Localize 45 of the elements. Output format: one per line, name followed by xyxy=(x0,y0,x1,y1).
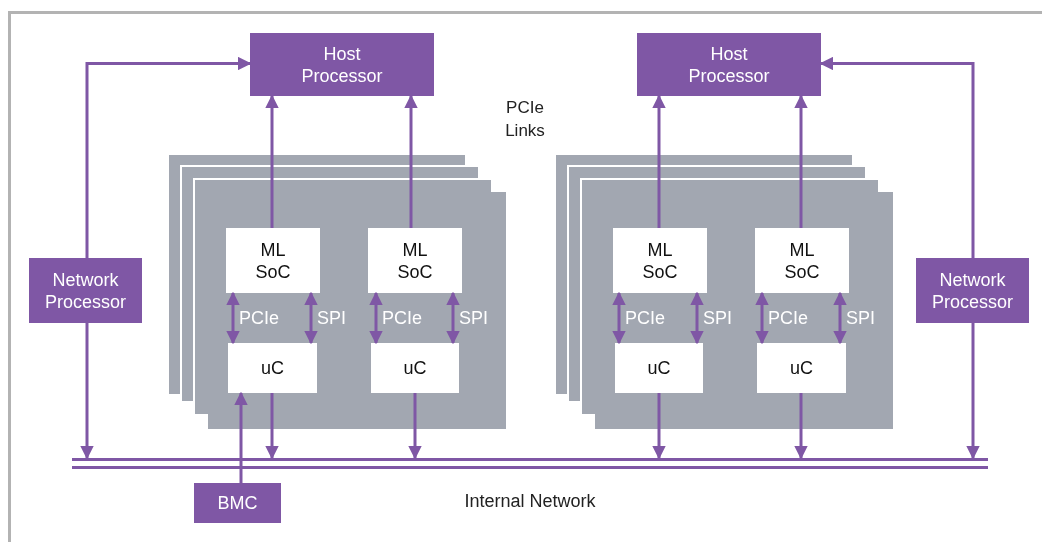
arrow xyxy=(265,393,279,460)
arrow xyxy=(85,56,252,258)
link-label: PCIe Links xyxy=(504,97,546,142)
arrow xyxy=(446,291,460,345)
chip-box: ML SoC xyxy=(613,228,707,293)
arrow xyxy=(369,291,383,345)
arrow xyxy=(794,94,808,228)
arrow xyxy=(755,291,769,345)
arrow xyxy=(690,291,704,345)
chip-box: uC xyxy=(228,343,317,393)
arrow xyxy=(652,94,666,228)
chip-box: ML SoC xyxy=(226,228,320,293)
processor-box: BMC xyxy=(194,483,281,523)
arrow xyxy=(304,291,318,345)
chip-box: ML SoC xyxy=(755,228,849,293)
arrow xyxy=(80,323,94,460)
processor-box: Network Processor xyxy=(916,258,1029,323)
arrow xyxy=(226,291,240,345)
arrow xyxy=(612,291,626,345)
edge-label: PCIe xyxy=(382,307,423,329)
chip-box: uC xyxy=(615,343,703,393)
edge-label: SPI xyxy=(459,307,488,329)
edge-label: SPI xyxy=(846,307,875,329)
edge-label: PCIe xyxy=(625,307,666,329)
edge-label: SPI xyxy=(703,307,732,329)
processor-box: Host Processor xyxy=(250,33,434,96)
chip-box: ML SoC xyxy=(368,228,462,293)
arrow xyxy=(794,393,808,460)
arrow xyxy=(408,393,422,460)
chip-box: uC xyxy=(371,343,459,393)
arrow xyxy=(819,56,975,258)
chip-box: uC xyxy=(757,343,846,393)
arrow xyxy=(966,323,980,460)
arrow xyxy=(652,393,666,460)
arrow xyxy=(833,291,847,345)
bus-label: Internal Network xyxy=(463,491,597,512)
processor-box: Network Processor xyxy=(29,258,142,323)
arrow xyxy=(234,391,248,483)
edge-label: SPI xyxy=(317,307,346,329)
network-bus xyxy=(72,458,988,469)
arrow xyxy=(404,94,418,228)
edge-label: PCIe xyxy=(239,307,280,329)
arrow xyxy=(265,94,279,228)
edge-label: PCIe xyxy=(768,307,809,329)
processor-box: Host Processor xyxy=(637,33,821,96)
